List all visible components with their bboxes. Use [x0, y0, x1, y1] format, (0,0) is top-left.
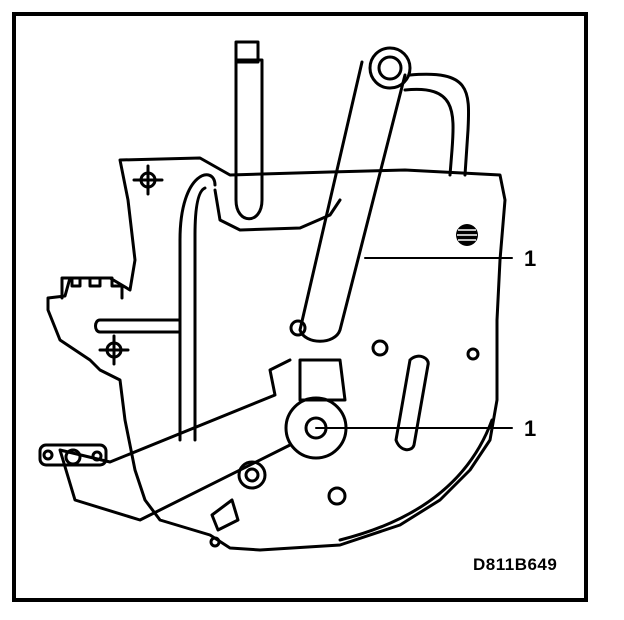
lower-lever — [58, 358, 292, 522]
link-arm — [298, 60, 407, 343]
pivot-boss — [298, 358, 347, 402]
lever-end-hole-a — [42, 449, 54, 461]
lever-end-hole-b — [91, 450, 103, 462]
screw-head — [456, 224, 478, 246]
cross-mark-left — [98, 334, 130, 366]
bottom-small-hole — [209, 536, 221, 548]
hole-e — [237, 460, 267, 490]
sector-inner-curve — [338, 418, 494, 542]
cross-mark-top — [132, 164, 164, 196]
base-plate — [46, 156, 507, 552]
hole-e-inner — [244, 467, 260, 483]
hole-d — [327, 486, 347, 506]
hole-c — [466, 347, 480, 361]
callout-label-upper: 1 — [524, 246, 537, 271]
cable-loop — [403, 72, 471, 177]
link-top-eye-inner — [377, 55, 403, 81]
horizontal-slot — [94, 318, 182, 334]
right-slot — [394, 354, 430, 452]
bottom-notch — [210, 498, 240, 532]
lever-end-stud — [64, 448, 82, 466]
callout-label-lower: 1 — [524, 416, 537, 441]
link-top-eye — [368, 46, 412, 90]
rod-tab — [234, 40, 260, 64]
figure-code: D811B649 — [473, 555, 558, 574]
rear-rod — [234, 58, 264, 221]
rod-pocket — [213, 188, 342, 232]
figure-frame — [12, 12, 588, 602]
lever-end-tab — [38, 443, 108, 467]
hole-b — [371, 339, 389, 357]
left-comb-tab — [60, 276, 124, 300]
left-slot — [178, 173, 217, 442]
hole-a — [289, 319, 307, 337]
